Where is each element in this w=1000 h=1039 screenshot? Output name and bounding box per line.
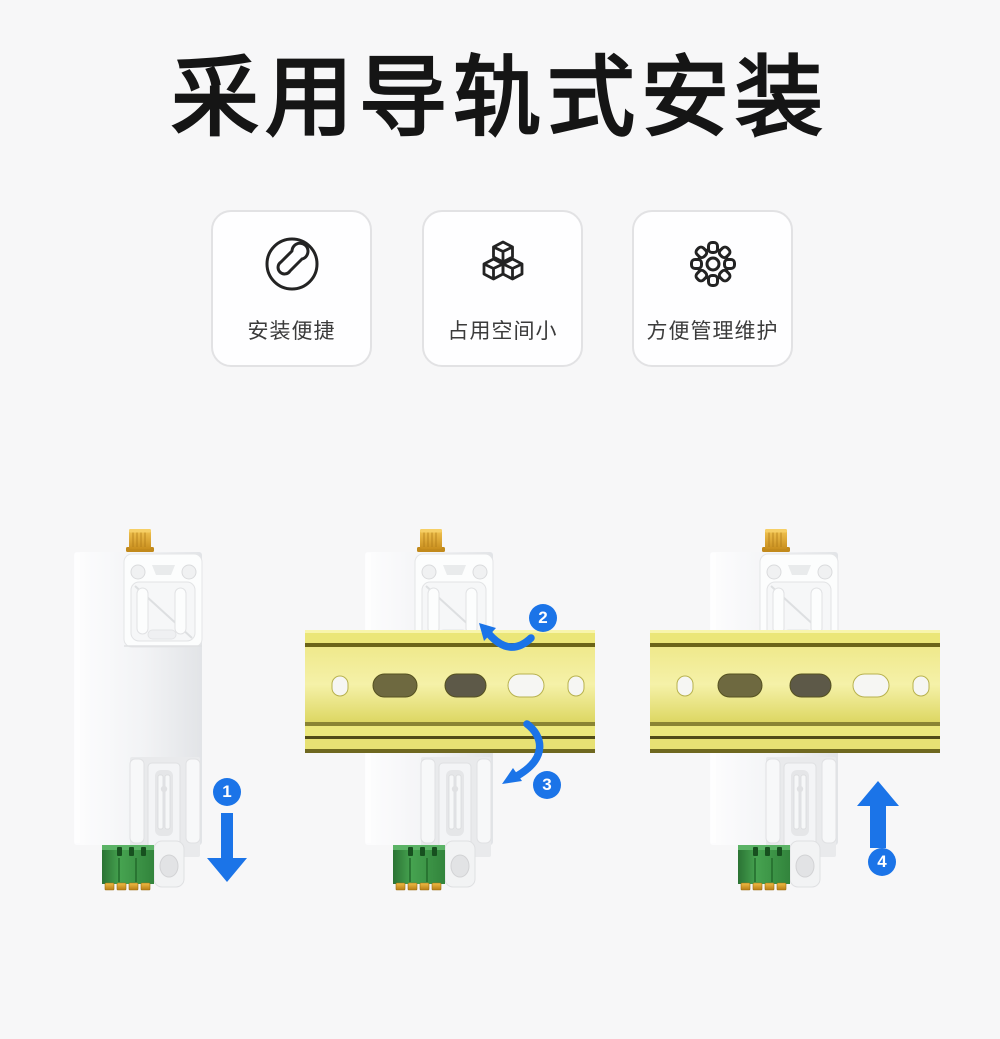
cubes-icon: [482, 240, 523, 281]
device-on-rail-illustration: [305, 528, 595, 891]
step-badge-2: 2: [529, 604, 557, 632]
step-badge-4: 4: [868, 848, 896, 876]
device-illustration: [73, 528, 247, 891]
arrow-up-icon: [857, 781, 899, 848]
feature-label: 安装便捷: [247, 320, 336, 343]
arrow-rotate-up-icon: [479, 623, 535, 651]
feature-card-easy-install: 安装便捷: [211, 210, 372, 367]
feature-label: 占用空间小: [447, 320, 558, 343]
arrow-rotate-down-icon: [502, 720, 544, 784]
feature-card-small-footprint: 占用空间小: [422, 210, 583, 367]
step-badge-3: 3: [533, 771, 561, 799]
gear-icon: [689, 241, 736, 287]
arrow-down-icon: [207, 813, 247, 882]
feature-card-easy-maintenance: 方便管理维护: [632, 210, 793, 367]
device-mounted-illustration: [650, 528, 940, 891]
figure-step-2-3-rail-hook: 2 3: [305, 510, 595, 900]
feature-label: 方便管理维护: [646, 320, 779, 343]
figure-step-1-device: 1: [60, 510, 260, 900]
wrench-icon: [265, 237, 318, 291]
figure-step-4-mounted: 4: [650, 510, 940, 900]
page-title: 采用导轨式安装: [170, 48, 829, 147]
step-badge-1: 1: [213, 778, 241, 806]
